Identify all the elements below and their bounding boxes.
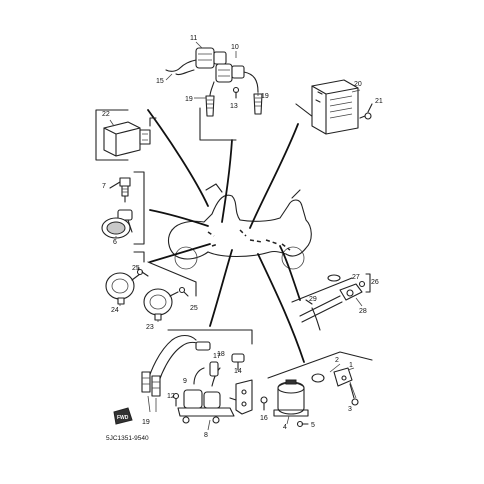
- callout-20: 20: [354, 81, 362, 88]
- callout-19c: 19: [142, 419, 150, 426]
- sensor-unit-6: [101, 209, 133, 239]
- bracket-14: [229, 379, 253, 415]
- bolt-5: [296, 420, 309, 428]
- bolt-12: [172, 392, 180, 407]
- bolt-25: [136, 268, 149, 277]
- callout-8: 8: [204, 432, 208, 439]
- cdi-unit: [311, 79, 359, 135]
- switch-1: [333, 367, 359, 406]
- callout-19b: 19: [261, 93, 269, 100]
- callout-19a: 19: [185, 96, 193, 103]
- section-brackets: [95, 103, 373, 379]
- horn-23: [143, 288, 179, 321]
- motorcycle-outline: [167, 183, 312, 270]
- callout-28: 28: [359, 308, 367, 315]
- bolt-25b: [178, 286, 189, 297]
- callout-23: 23: [146, 324, 154, 331]
- actuator-4: [273, 379, 309, 417]
- drawing-code: 5JC1351-9540: [106, 435, 149, 442]
- callout-4: 4: [283, 424, 287, 431]
- callout-29: 29: [309, 296, 317, 303]
- callout-16: 16: [260, 415, 268, 422]
- callout-25b: 25: [190, 305, 198, 312]
- bolt-16: [260, 396, 268, 411]
- callout-3: 3: [348, 406, 352, 413]
- callout-5: 5: [311, 422, 315, 429]
- callout-24: 24: [111, 307, 119, 314]
- temperature-sensor-7: [109, 177, 131, 203]
- callout-labels: 1 2 3 4 5 6 7 8 9 10 11 12 13 14 15 16 1…: [102, 35, 383, 439]
- callout-26: 26: [371, 279, 379, 286]
- spark-plug-caps: [141, 334, 211, 397]
- horn-24: [105, 267, 141, 305]
- callout-22: 22: [102, 111, 110, 118]
- callout-13: 13: [230, 103, 238, 110]
- relay-22: [103, 117, 157, 157]
- callout-7: 7: [102, 183, 106, 190]
- callout-6: 6: [113, 239, 117, 246]
- callout-14: 14: [234, 368, 242, 375]
- screw-21: [359, 103, 373, 120]
- callout-leaders: [109, 41, 363, 431]
- callout-12: 12: [167, 393, 175, 400]
- switch-assembly: [299, 273, 371, 331]
- callout-9: 9: [183, 378, 187, 385]
- fwd-arrow-icon: FWD: [113, 407, 133, 425]
- leader-lines: [147, 109, 305, 363]
- ignition-coil-assembly: [165, 47, 263, 117]
- callout-27: 27: [352, 274, 360, 281]
- fwd-label: FWD: [117, 415, 129, 421]
- callout-17: 17: [213, 353, 221, 360]
- solenoid-assembly: [177, 353, 245, 424]
- callout-1: 1: [349, 362, 353, 369]
- callout-2: 2: [335, 357, 339, 364]
- o-ring-2: [311, 373, 325, 383]
- callout-15: 15: [156, 78, 164, 85]
- callout-11: 11: [190, 35, 197, 42]
- callout-21: 21: [375, 98, 383, 105]
- callout-10: 10: [231, 44, 239, 51]
- callout-25a: 25: [132, 265, 140, 272]
- callout-18: 18: [217, 351, 225, 358]
